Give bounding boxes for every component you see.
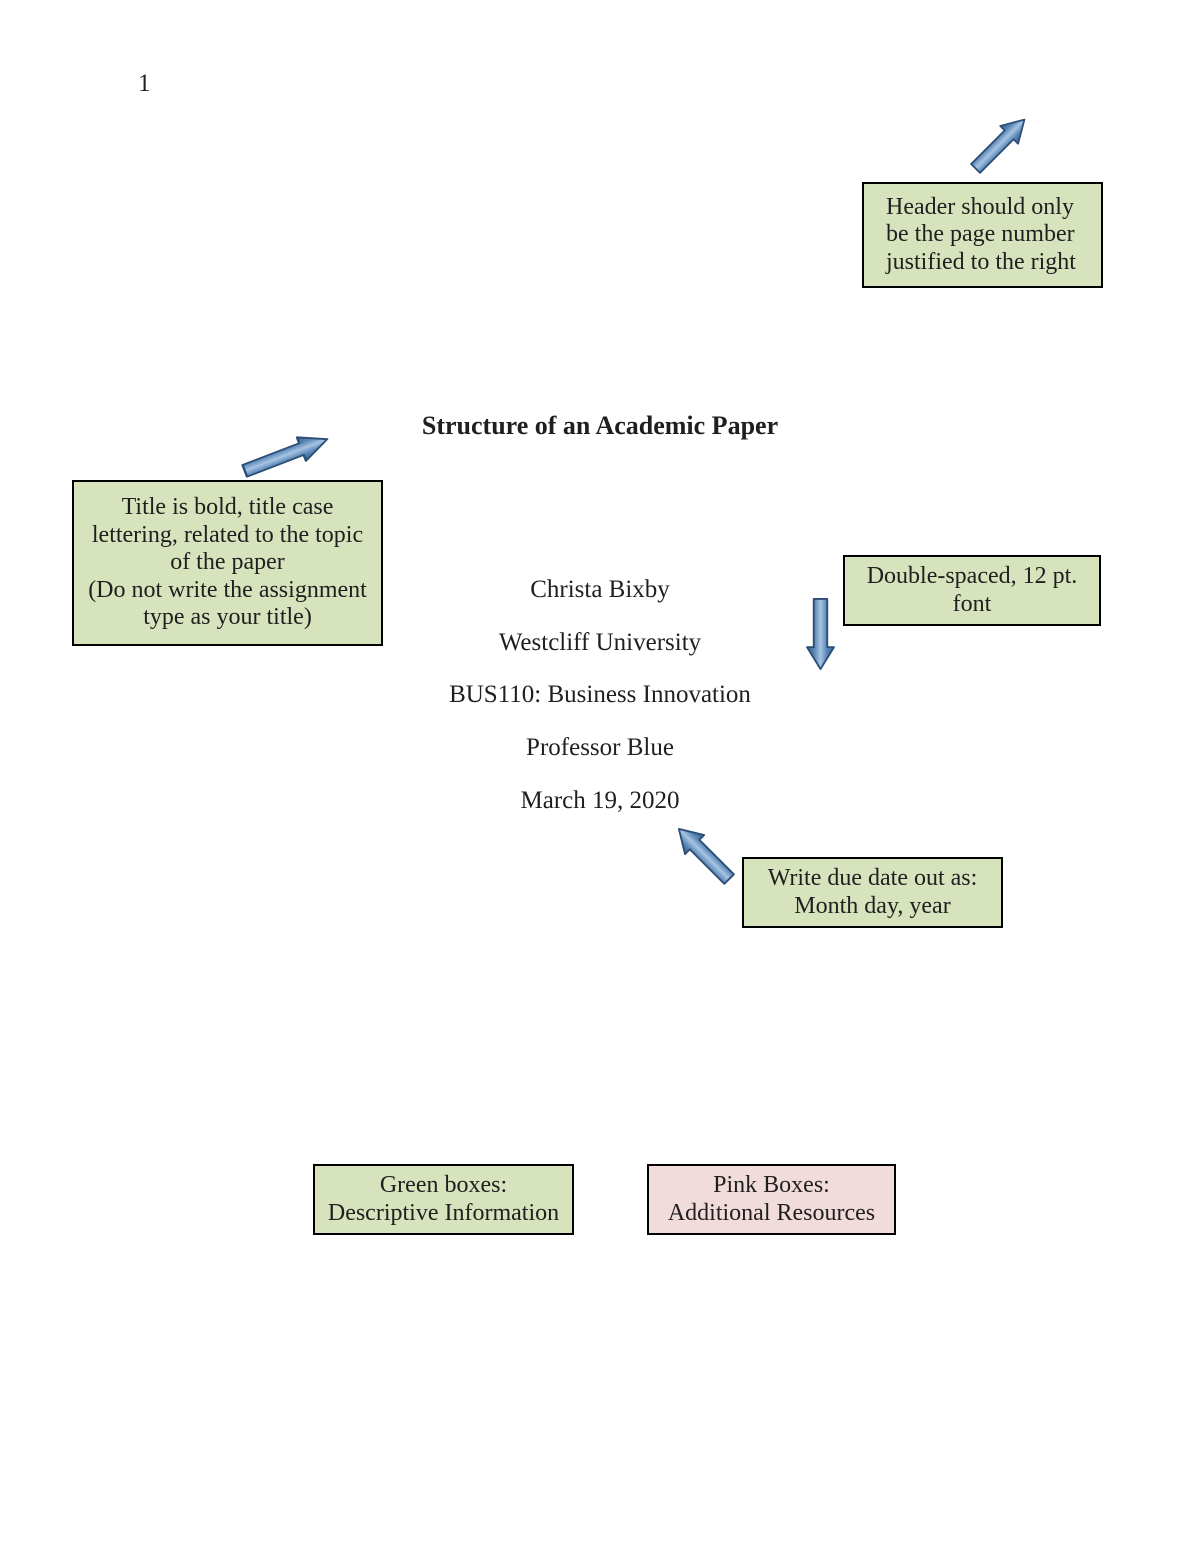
date-note-callout: Write due date out as: Month day, year: [742, 857, 1003, 928]
byline-author: Christa Bixby: [530, 576, 670, 603]
byline-institution: Westcliff University: [498, 629, 702, 656]
spacing-arrow-down-icon: [806, 598, 835, 670]
byline-professor: Professor Blue: [526, 734, 674, 761]
legend-green-callout: Green boxes: Descriptive Information: [313, 1164, 574, 1235]
header-note-callout: Header should only be the page number ju…: [862, 182, 1103, 288]
legend-pink-callout: Pink Boxes: Additional Resources: [647, 1164, 896, 1235]
header-arrow-up-right-icon: [965, 109, 1035, 179]
title-note-callout: Title is bold, title case lettering, rel…: [72, 480, 383, 646]
document-title: Structure of an Academic Paper: [421, 411, 779, 440]
page-number: 1: [138, 70, 151, 97]
byline-date: March 19, 2020: [520, 787, 680, 814]
byline-course: BUS110: Business Innovation: [449, 681, 751, 708]
spacing-note-callout: Double-spaced, 12 pt. font: [843, 555, 1101, 626]
date-arrow-up-left-icon: [668, 818, 740, 890]
